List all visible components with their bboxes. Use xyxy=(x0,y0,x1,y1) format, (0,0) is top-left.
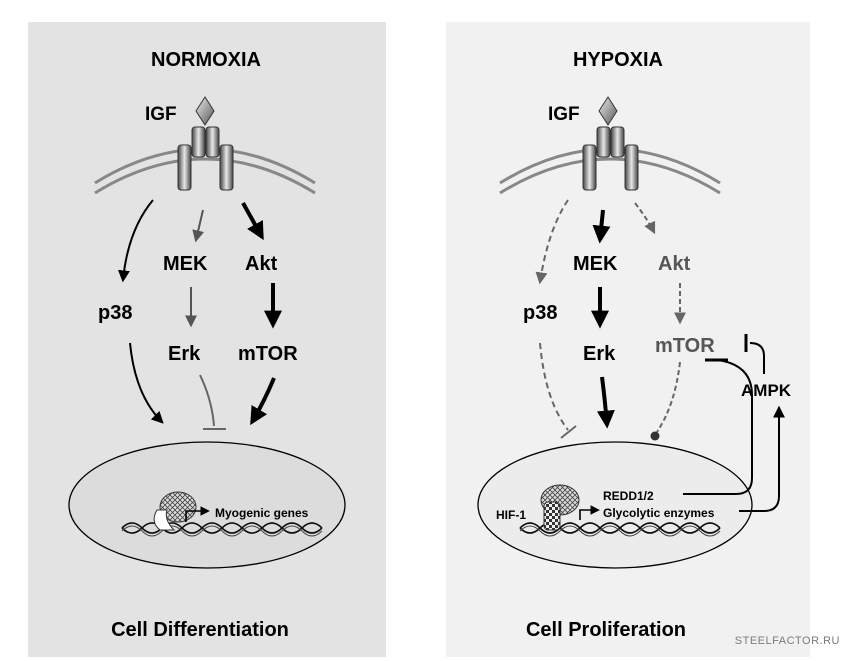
mek-label: MEK xyxy=(573,253,618,275)
transcription-arrow xyxy=(185,506,210,522)
inhibition-erk-to-nucleus xyxy=(199,374,226,430)
dashed-arrow-to-akt xyxy=(634,202,656,235)
redd-label: REDD1/2 xyxy=(603,489,654,503)
watermark: STEELFACTOR.RU xyxy=(734,635,840,647)
normoxia-outcome: Cell Differentiation xyxy=(111,619,289,641)
hypoxia-outcome: Cell Proliferation xyxy=(526,619,686,641)
ampk-label: AMPK xyxy=(741,381,792,400)
igf-label: IGF xyxy=(548,104,580,125)
normoxia-title: NORMOXIA xyxy=(151,49,261,71)
igf-label: IGF xyxy=(145,104,177,125)
arrow-to-akt xyxy=(241,202,264,241)
igf-receptor-icon xyxy=(582,126,639,191)
arrow-to-p38 xyxy=(117,199,154,283)
normoxia-panel: NORMOXIA IGF MEK Akt p38 Erk mTOR xyxy=(28,22,386,657)
normoxia-nucleus xyxy=(68,441,346,569)
arrow-to-mek xyxy=(192,209,205,243)
hypoxia-title: HYPOXIA xyxy=(573,49,663,71)
arrow-mtor-to-nucleus xyxy=(250,377,276,426)
p38-label: p38 xyxy=(98,302,132,324)
arrow-erk-to-nucleus xyxy=(596,376,615,429)
mtor-label: mTOR xyxy=(238,343,298,365)
hif-1-complex-icon xyxy=(540,484,580,531)
glycolytic-enzymes-label: Glycolytic enzymes xyxy=(603,506,715,520)
hif-1-label: HIF-1 xyxy=(496,508,526,522)
hypoxia-panel: HYPOXIA IGF MEK Akt p38 Erk mTOR xyxy=(446,22,810,657)
transcription-arrow xyxy=(579,505,600,520)
igf-ligand-icon xyxy=(195,96,215,126)
akt-label: Akt xyxy=(245,253,278,275)
mtor-label: mTOR xyxy=(655,335,715,357)
erk-label: Erk xyxy=(168,343,201,365)
p38-label: p38 xyxy=(523,302,557,324)
dashed-mtor-to-nucleus xyxy=(650,361,681,441)
akt-label: Akt xyxy=(658,253,691,275)
arrow-to-mek xyxy=(592,209,611,244)
igf-ligand-icon xyxy=(598,96,618,126)
transcription-factor-icon xyxy=(153,491,197,531)
inhibition-ampk-to-mtor xyxy=(744,334,765,374)
arrow-glycolytic-to-ampk xyxy=(739,405,785,512)
igf-receptor-icon xyxy=(177,126,234,191)
dashed-inhibition-p38-to-nucleus xyxy=(539,342,577,439)
myogenic-genes-label: Myogenic genes xyxy=(215,506,309,520)
inhibition-redd-to-mtor xyxy=(683,358,753,495)
arrow-p38-to-nucleus xyxy=(129,342,164,424)
erk-label: Erk xyxy=(583,343,616,365)
hypoxia-nucleus xyxy=(477,441,753,569)
mek-label: MEK xyxy=(163,253,208,275)
